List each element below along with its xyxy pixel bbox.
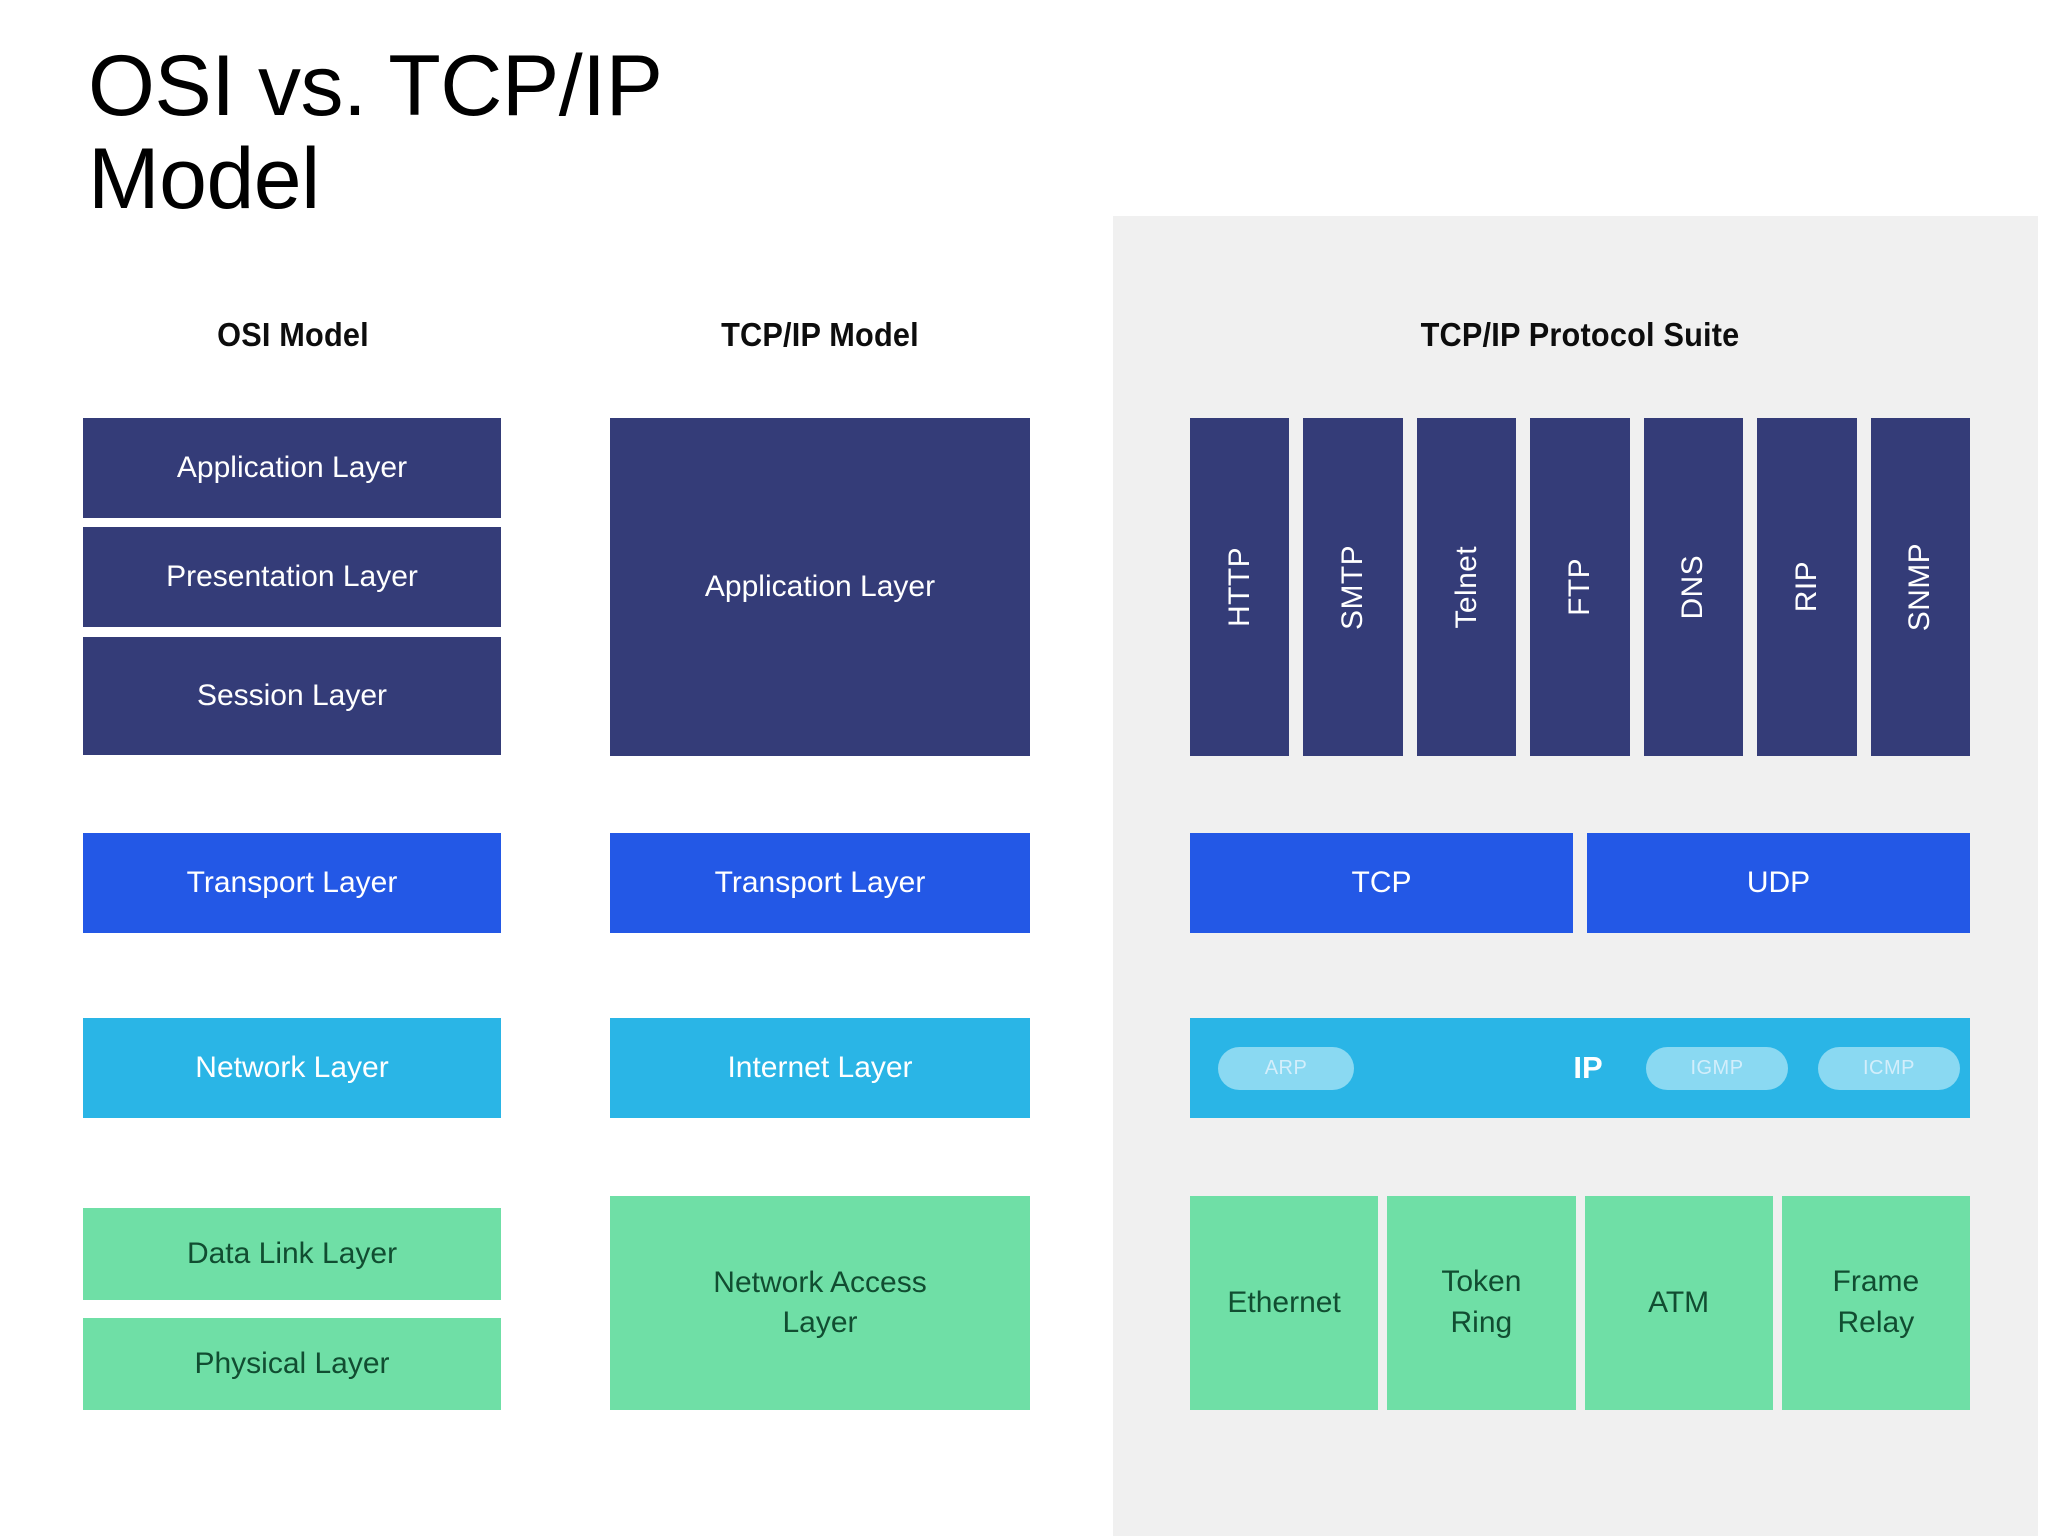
protocol-label-http: HTTP <box>1222 547 1256 627</box>
protocol-box-rip: RIP <box>1757 418 1857 756</box>
protocol-pill-arp: ARP <box>1218 1046 1354 1090</box>
protocol-label-dns: DNS <box>1676 554 1710 620</box>
protocol-label-ip: IP <box>1573 1050 1603 1085</box>
protocol-label-ftp: FTP <box>1562 558 1596 616</box>
osi-layer-presentation: Presentation Layer <box>83 527 501 627</box>
tcpip-layer-internet: Internet Layer <box>610 1018 1030 1118</box>
protocol-label-smtp: SMTP <box>1336 544 1370 630</box>
protocol-box-snmp: SNMP <box>1870 418 1970 756</box>
protocol-box-telnet: Telnet <box>1416 418 1517 756</box>
technology-box-ethernet: Ethernet <box>1190 1196 1379 1410</box>
osi-layer-data-link: Data Link Layer <box>83 1208 501 1300</box>
protocol-label-snmp: SNMP <box>1903 542 1937 632</box>
osi-layer-session: Session Layer <box>83 637 501 755</box>
tcpip-model-column-header: TCP/IP Model <box>721 316 919 353</box>
protocol-pill-igmp: IGMP <box>1646 1046 1788 1090</box>
osi-layer-application: Application Layer <box>83 418 501 518</box>
tcpip-layer-network-access: Network Access Layer <box>610 1196 1030 1410</box>
osi-model-column-header: OSI Model <box>217 316 369 353</box>
tcpip-layer-application: Application Layer <box>610 418 1030 756</box>
protocol-box-tcp: TCP <box>1190 833 1573 933</box>
technology-box-atm: ATM <box>1584 1196 1773 1410</box>
osi-layer-network: Network Layer <box>83 1018 501 1118</box>
suite-network-access-row: Ethernet Token Ring ATM Frame Relay <box>1190 1196 1970 1410</box>
protocol-box-dns: DNS <box>1643 418 1744 756</box>
protocol-suite-column-header: TCP/IP Protocol Suite <box>1420 316 1740 353</box>
tcpip-layer-transport: Transport Layer <box>610 833 1030 933</box>
protocol-box-smtp: SMTP <box>1303 418 1403 756</box>
page-title: OSI vs. TCP/IP Model <box>88 38 663 227</box>
protocol-pill-icmp: ICMP <box>1818 1046 1960 1090</box>
technology-box-token-ring: Token Ring <box>1387 1196 1576 1410</box>
protocol-label-telnet: Telnet <box>1449 545 1483 629</box>
suite-internet-protocol-row: ARP IP IGMP ICMP <box>1190 1018 1970 1118</box>
protocol-label-rip: RIP <box>1789 561 1823 613</box>
suite-application-protocol-row: HTTP SMTP Telnet FTP DNS RIP SNMP <box>1190 418 1970 756</box>
osi-layer-transport: Transport Layer <box>83 833 501 933</box>
protocol-box-udp: UDP <box>1587 833 1970 933</box>
osi-layer-physical: Physical Layer <box>83 1318 501 1410</box>
protocol-box-http: HTTP <box>1190 418 1290 756</box>
protocol-box-ftp: FTP <box>1530 418 1630 756</box>
suite-transport-protocol-row: TCP UDP <box>1190 833 1970 933</box>
technology-box-frame-relay: Frame Relay <box>1781 1196 1970 1410</box>
